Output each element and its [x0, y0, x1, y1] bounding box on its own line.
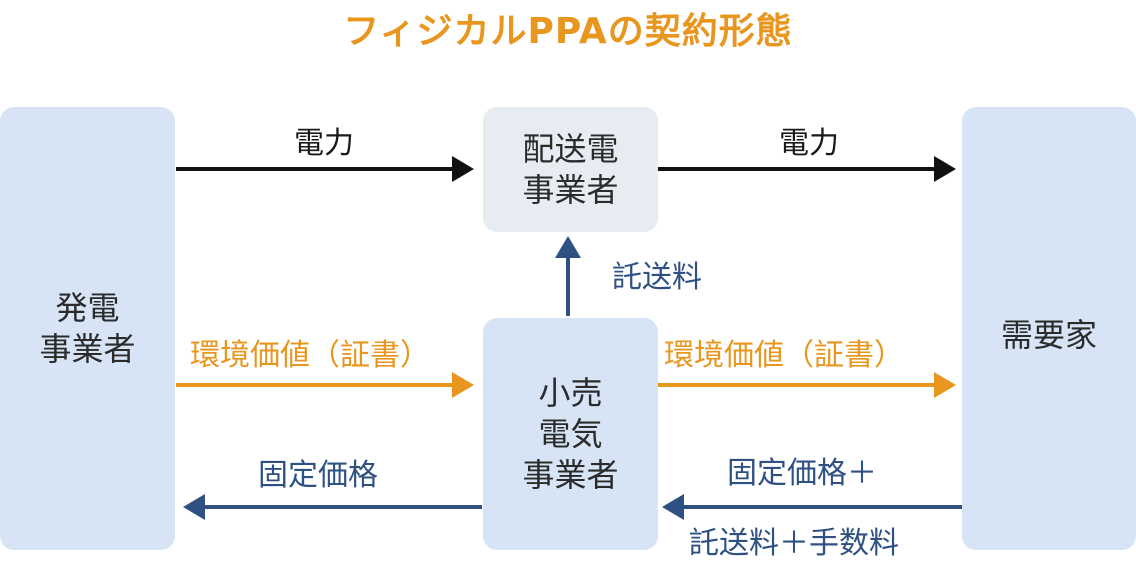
fixed-price-arrow-left-head: [183, 494, 205, 520]
wheeling-arrow-head: [555, 236, 581, 258]
fixed-price-label-right-line1: 固定価格＋: [727, 456, 877, 491]
fixed-price-label-left: 固定価格: [258, 458, 378, 493]
power-arrow-left-head: [452, 156, 474, 182]
transmission-box: 配送電 事業者: [483, 107, 658, 232]
env-arrow-left-head: [452, 372, 474, 398]
diagram-title: フィジカルPPAの契約形態: [343, 11, 793, 52]
env-value-label-right: 環境価値（証書）: [664, 338, 904, 373]
consumer-box: 需要家: [962, 107, 1136, 550]
generator-box: 発電 事業者: [0, 107, 175, 550]
power-label-left: 電力: [294, 126, 354, 161]
power-arrow-right-head: [934, 156, 956, 182]
wheeling-fee-label: 託送料: [612, 260, 702, 295]
retailer-label-line1: 小売: [538, 373, 603, 412]
generator-label-line2: 事業者: [39, 329, 136, 368]
retailer-label-line2: 電気: [538, 414, 603, 453]
env-arrow-right-head: [934, 372, 956, 398]
fixed-price-arrow-right-head: [662, 494, 684, 520]
retailer-box: 小売 電気 事業者: [483, 318, 658, 550]
power-label-right: 電力: [779, 126, 839, 161]
retailer-label-line3: 事業者: [522, 455, 619, 494]
consumer-label: 需要家: [1000, 316, 1097, 354]
generator-label-line1: 発電: [55, 288, 120, 327]
transmission-label-line2: 事業者: [522, 170, 619, 209]
fixed-price-label-right-line2: 託送料＋手数料: [689, 526, 899, 561]
transmission-label-line1: 配送電: [522, 129, 619, 168]
env-value-label-left: 環境価値（証書）: [190, 338, 430, 373]
